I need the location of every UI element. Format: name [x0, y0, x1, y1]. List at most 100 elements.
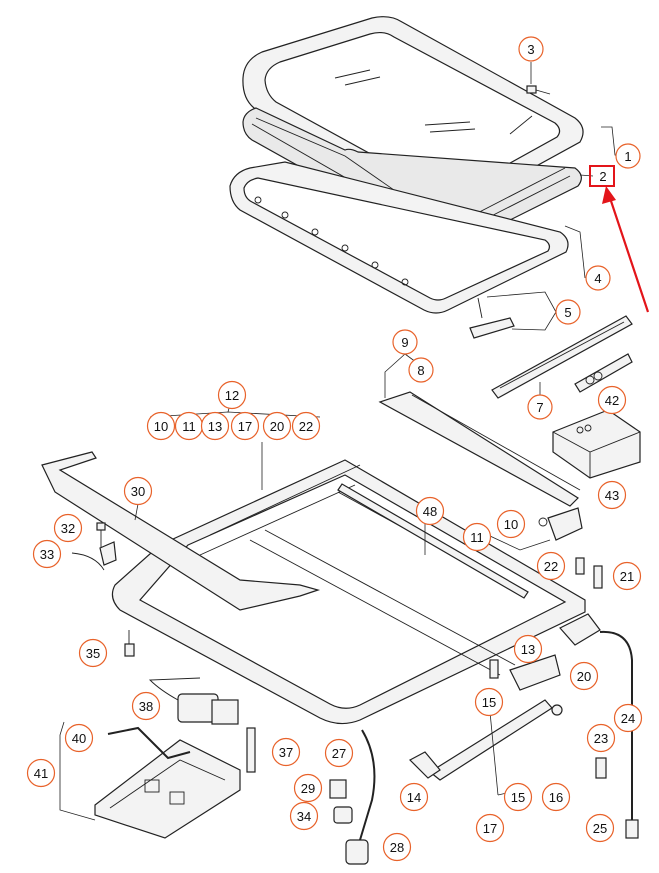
callout-circle: [271, 737, 301, 767]
callout-label: 13: [521, 642, 535, 657]
callout-label: 22: [544, 559, 558, 574]
callout-9: 9: [392, 329, 418, 355]
callout-label: 25: [593, 821, 607, 836]
callout-label: 33: [40, 547, 54, 562]
callout-11: 11: [462, 522, 492, 552]
grease-tube-42: [574, 353, 633, 393]
callout-38: 38: [131, 691, 161, 721]
callout-label: 35: [86, 646, 100, 661]
callout-28: 28: [382, 832, 412, 862]
callout-43: 43: [597, 480, 627, 510]
callout-42: 42: [597, 385, 627, 415]
callout-label: 38: [139, 699, 153, 714]
guide-rail-7: [491, 315, 633, 399]
callout-label: 22: [299, 419, 313, 434]
callout-circle: [586, 723, 616, 753]
callout-41: 41: [26, 758, 56, 788]
callout-circle: [289, 801, 319, 831]
callout-27: 27: [324, 738, 354, 768]
callout-label: 4: [594, 271, 601, 286]
callout-4: 4: [585, 265, 611, 291]
motor-38: [148, 677, 239, 725]
callout-14: 14: [399, 782, 429, 812]
callout-circle: [555, 299, 581, 325]
cable-27: [359, 729, 376, 841]
callout-1: 1: [615, 143, 641, 169]
callout-label: 23: [594, 731, 608, 746]
callout-circle: [615, 143, 641, 169]
callout-label: 29: [301, 781, 315, 796]
hinge-10-11: [538, 507, 583, 541]
callout-label: 1: [624, 149, 631, 164]
highlight-part-2: [589, 165, 650, 313]
bracket-33: [71, 541, 117, 571]
callout-label: 8: [417, 363, 424, 378]
callout-circle: [53, 513, 83, 543]
screw-3: [526, 85, 551, 95]
callout-circle: [217, 380, 247, 410]
callout-48: 48: [415, 496, 445, 526]
highlight-box: [589, 165, 615, 187]
callout-circle: [613, 703, 643, 733]
callout-circle: [200, 411, 230, 441]
callout-circle: [382, 832, 412, 862]
callout-circle: [392, 329, 418, 355]
callout-circle: [146, 411, 176, 441]
clip-5: [469, 297, 515, 339]
callout-label: 20: [270, 419, 284, 434]
callout-circle: [131, 691, 161, 721]
clip-23: [595, 757, 607, 779]
callout-label: 14: [407, 790, 421, 805]
callout-circle: [408, 357, 434, 383]
lever-14: [409, 751, 441, 779]
callout-21: 21: [612, 561, 642, 591]
callout-label: 21: [620, 569, 634, 584]
callout-label: 30: [131, 484, 145, 499]
callout-circle: [612, 561, 642, 591]
nut-16: [551, 704, 563, 716]
callout-circle: [569, 661, 599, 691]
callout-label: 11: [470, 530, 484, 545]
callout-33: 33: [32, 539, 62, 569]
callout-circle: [32, 539, 62, 569]
lower-frame: [229, 161, 569, 314]
callout-10: 10: [496, 509, 526, 539]
callout-label: 27: [332, 746, 346, 761]
callout-23: 23: [586, 723, 616, 753]
callout-circle: [462, 522, 492, 552]
callout-20: 20: [262, 411, 292, 441]
callout-circle: [536, 551, 566, 581]
callout-34: 34: [289, 801, 319, 831]
screw-35: [124, 630, 135, 657]
cable-40: [107, 726, 191, 760]
callout-16: 16: [541, 782, 571, 812]
callout-17: 17: [230, 411, 260, 441]
screw-15: [489, 659, 499, 679]
callout-label: 16: [549, 790, 563, 805]
callout-24: 24: [613, 703, 643, 733]
slider-13: [509, 654, 561, 691]
screw-22: [575, 557, 585, 575]
callout-label: 5: [564, 305, 571, 320]
callout-7: 7: [527, 394, 553, 420]
callout-22: 22: [536, 551, 566, 581]
callout-label: 7: [536, 400, 543, 415]
callout-5: 5: [555, 299, 581, 325]
bracket-20: [559, 613, 601, 646]
cable-48: [337, 483, 529, 599]
callout-label: 11: [182, 419, 196, 434]
callout-label: 17: [238, 419, 252, 434]
callout-20: 20: [569, 661, 599, 691]
callout-2: 2: [599, 169, 606, 184]
callout-circle: [541, 782, 571, 812]
callout-label: 40: [72, 731, 86, 746]
callout-label: 34: [297, 809, 311, 824]
callout-label: 2: [599, 169, 606, 184]
callout-label: 28: [390, 840, 404, 855]
callout-circle: [324, 738, 354, 768]
callout-circle: [78, 638, 108, 668]
callout-circle: [597, 385, 627, 415]
callout-label: 24: [621, 711, 635, 726]
callout-35: 35: [78, 638, 108, 668]
